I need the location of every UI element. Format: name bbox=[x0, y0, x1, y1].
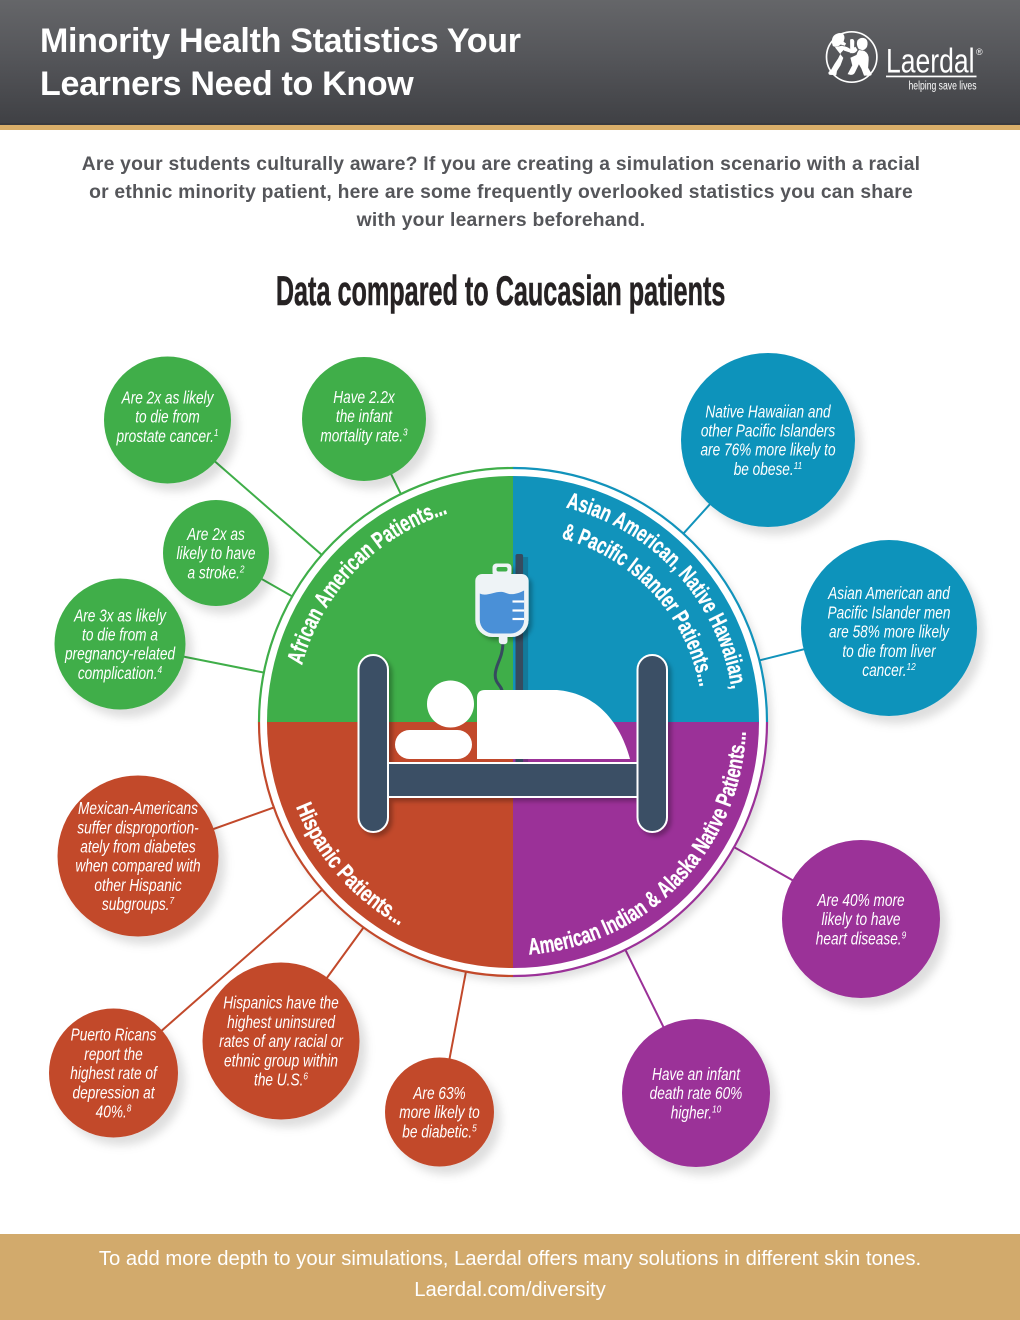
svg-text:.: . bbox=[725, 739, 751, 746]
svg-text:A: A bbox=[527, 934, 541, 960]
svg-text:i: i bbox=[719, 774, 745, 785]
svg-text:i: i bbox=[720, 657, 746, 668]
svg-text:.: . bbox=[726, 735, 752, 741]
svg-text:n: n bbox=[722, 756, 749, 771]
svg-text:m: m bbox=[538, 932, 556, 959]
svg-text:i: i bbox=[566, 928, 577, 954]
svg-text:i: i bbox=[719, 652, 745, 663]
svg-text:Laerdal: Laerdal bbox=[886, 43, 975, 81]
svg-text:t: t bbox=[724, 751, 750, 761]
svg-text:.: . bbox=[693, 679, 719, 688]
svg-text:n: n bbox=[723, 672, 750, 687]
svg-text:helping save lives: helping save lives bbox=[909, 81, 977, 93]
svg-text:.: . bbox=[691, 669, 717, 679]
svg-text:.: . bbox=[692, 674, 718, 684]
svg-text:®: ® bbox=[976, 47, 983, 57]
svg-text:,: , bbox=[725, 682, 751, 690]
svg-text:.: . bbox=[726, 731, 751, 737]
svg-text:s: s bbox=[724, 743, 750, 755]
